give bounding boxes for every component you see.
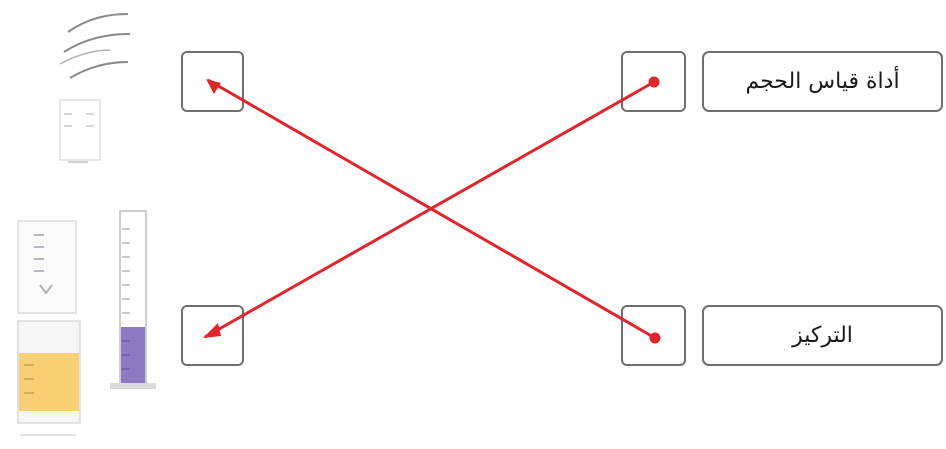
connector-arrowhead-2 (206, 79, 221, 94)
connector-arrowhead-1 (203, 323, 221, 338)
connector-dot-1 (649, 77, 660, 88)
connector-dot-2 (650, 333, 661, 344)
